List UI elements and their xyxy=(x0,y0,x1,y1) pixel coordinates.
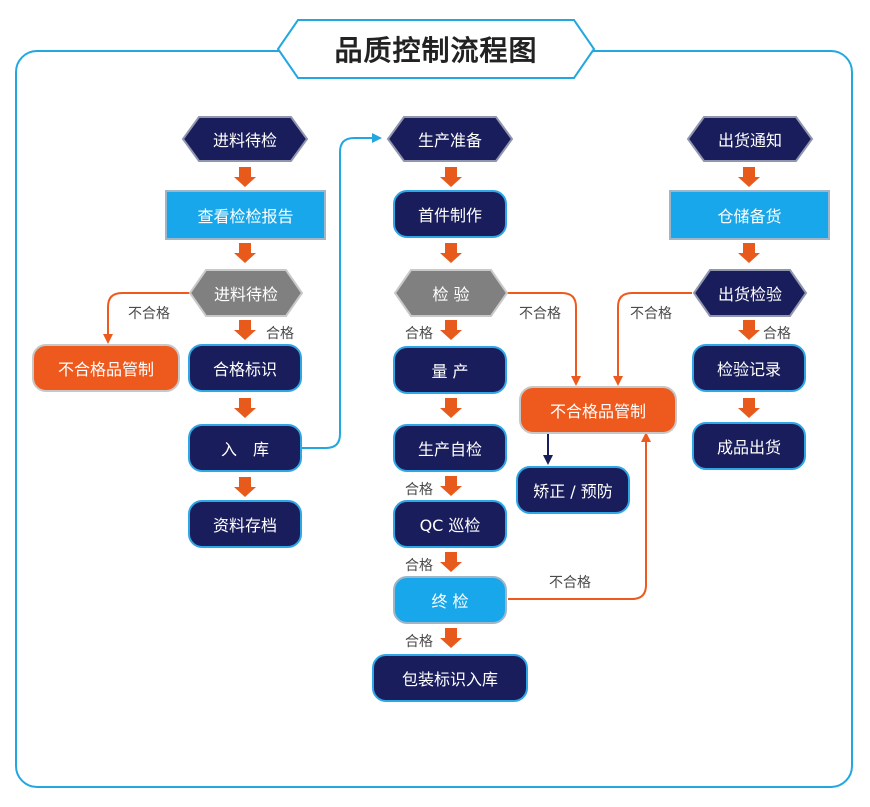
node-pack-in[interactable]: 包装标识入库 xyxy=(372,654,528,702)
node-qc-patrol[interactable]: QC 巡检 xyxy=(393,500,507,548)
node-archive[interactable]: 资料存档 xyxy=(188,500,302,548)
node-mass-prod[interactable]: 量 产 xyxy=(393,346,507,394)
node-reject-center[interactable]: 不合格品管制 xyxy=(519,386,677,434)
incoming-inspect-hex-shape xyxy=(188,269,304,317)
label-pass-qc: 合格 xyxy=(405,558,433,574)
page-title: 品质控制流程图 xyxy=(334,34,538,67)
node-correct-prevent[interactable]: 矫正 / 预防 xyxy=(516,466,630,514)
label-fail-incoming: 不合格 xyxy=(128,306,170,322)
node-self-check[interactable]: 生产自检 xyxy=(393,424,507,472)
node-inspect-record[interactable]: 检验记录 xyxy=(692,344,806,392)
label-fail-ship: 不合格 xyxy=(630,306,672,322)
label-pass-ship: 合格 xyxy=(763,326,791,342)
ship-inspect-fail-arrow xyxy=(613,292,692,386)
node-incoming-wait[interactable]: 进料待检 xyxy=(212,131,277,150)
node-finished-ship[interactable]: 成品出货 xyxy=(692,422,806,470)
ship-notice-hex-shape xyxy=(686,116,814,162)
label-pass-self-check: 合格 xyxy=(405,482,433,498)
inspection-fail-arrow xyxy=(507,292,581,386)
node-ship-notice[interactable]: 出货通知 xyxy=(717,131,782,150)
node-final-check[interactable]: 终 检 xyxy=(393,576,507,624)
node-incoming-inspect[interactable]: 进料待检 xyxy=(213,285,278,304)
node-first-article[interactable]: 首件制作 xyxy=(393,190,507,238)
incoming-wait-hex-shape xyxy=(181,116,309,162)
node-pass-mark[interactable]: 合格标识 xyxy=(188,344,302,392)
node-ship-inspect[interactable]: 出货检验 xyxy=(717,285,782,304)
flow-arrows-down xyxy=(234,167,760,648)
ship-inspect-hex-shape xyxy=(692,269,808,317)
node-inspection[interactable]: 检 验 xyxy=(432,285,470,304)
inspection-hex-shape xyxy=(393,269,509,317)
node-reject-left[interactable]: 不合格品管制 xyxy=(32,344,180,392)
node-warehouse-in[interactable]: 入 库 xyxy=(188,424,302,472)
label-fail-inspection: 不合格 xyxy=(519,306,561,322)
incoming-fail-arrow xyxy=(103,292,190,344)
final-fail-arrow xyxy=(508,432,651,600)
label-pass-incoming: 合格 xyxy=(266,326,294,342)
title-badge xyxy=(276,19,596,79)
warehouse-to-prep-arrow xyxy=(302,133,382,449)
node-prod-prep[interactable]: 生产准备 xyxy=(417,131,482,150)
node-view-report[interactable]: 查看检检报告 xyxy=(165,190,326,240)
label-fail-final: 不合格 xyxy=(549,575,591,591)
node-stock-prepare[interactable]: 仓储备货 xyxy=(669,190,830,240)
label-pass-final: 合格 xyxy=(405,634,433,650)
label-pass-inspection: 合格 xyxy=(405,326,433,342)
prod-prep-hex-shape xyxy=(386,116,514,162)
